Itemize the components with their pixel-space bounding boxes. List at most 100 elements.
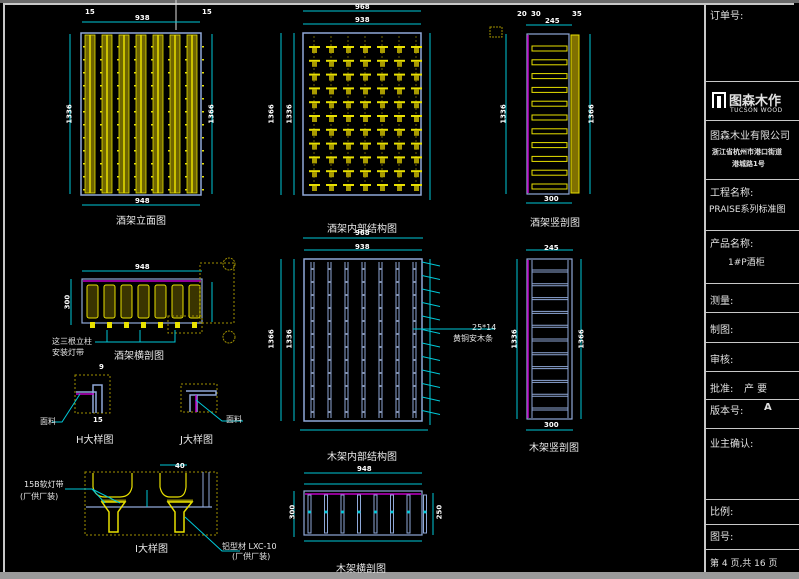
peg-dot	[117, 163, 119, 165]
detail-box-i	[167, 315, 203, 334]
column-foot	[158, 322, 163, 328]
peg-body	[363, 186, 368, 191]
peg-body	[397, 89, 402, 95]
wood-vertical-section-view	[516, 249, 582, 431]
peg-top	[326, 59, 337, 62]
rail-slot	[396, 372, 399, 374]
dim-tick	[421, 315, 441, 321]
i-detail-view	[65, 464, 240, 552]
rail-slot	[328, 385, 331, 387]
peg-dot	[202, 72, 204, 74]
peg-dot	[151, 59, 153, 61]
rail-slot	[379, 307, 382, 309]
peg-top	[309, 46, 320, 48]
peg-top	[309, 115, 320, 117]
peg-top	[377, 184, 388, 186]
peg-body	[363, 103, 368, 109]
peg-dot	[202, 189, 204, 191]
shelf	[531, 169, 568, 176]
product-name-label: 产品名称:	[710, 239, 754, 250]
dim-label: 1336	[285, 329, 294, 349]
peg-body	[397, 172, 402, 178]
peg-top	[309, 156, 320, 159]
review-label: 审核:	[710, 355, 734, 366]
view-title-rack-vertical-section: 酒架竖剖图	[530, 218, 580, 229]
rack-elevation-view	[69, 21, 213, 206]
view-title-rack-elevation: 酒架立面图	[116, 216, 166, 227]
peg-top	[360, 73, 371, 76]
peg-body	[380, 158, 385, 164]
peg-dot	[83, 111, 85, 113]
rail-slot	[345, 372, 348, 374]
peg-top	[343, 142, 354, 145]
detail-box	[74, 374, 111, 414]
rail-slot	[345, 398, 348, 400]
wine-column	[86, 284, 99, 319]
peg-body	[312, 172, 317, 178]
peg-body	[380, 48, 385, 53]
peg-top	[377, 115, 388, 117]
dim-label: 300	[63, 294, 72, 310]
column-node	[341, 510, 344, 514]
peg-body	[329, 103, 334, 109]
peg-dot	[100, 189, 102, 191]
peg-top	[394, 156, 405, 159]
peg-dot	[202, 124, 204, 126]
peg-body	[346, 172, 351, 178]
wine-column	[120, 284, 133, 319]
rail-slot	[311, 385, 314, 387]
peg-dot	[151, 137, 153, 139]
peg-top	[411, 156, 422, 159]
peg-dot	[168, 137, 170, 139]
column-foot	[141, 322, 146, 328]
column-foot	[192, 322, 197, 328]
column	[373, 494, 378, 534]
peg-dot	[168, 59, 170, 61]
peg-dot	[185, 150, 187, 152]
rail-slot	[345, 346, 348, 348]
bottom-scrollbar[interactable]	[0, 572, 799, 579]
top-border	[0, 0, 799, 3]
peg-body	[329, 61, 334, 67]
peg-dot	[151, 189, 153, 191]
peg-dot	[117, 59, 119, 61]
detail-marker-h	[222, 257, 236, 271]
peg-dot	[117, 137, 119, 139]
peg-body	[363, 130, 368, 136]
dim-label: 938	[135, 14, 150, 22]
wood-vsec-shelves	[532, 269, 568, 411]
rail-slot	[362, 333, 365, 335]
wood-vsec-frame	[526, 258, 573, 420]
peg-dot	[151, 98, 153, 100]
peg-body	[397, 103, 402, 109]
rail-slot	[328, 320, 331, 322]
peg-top	[360, 128, 371, 131]
peg-dot	[151, 124, 153, 126]
peg-dot	[134, 59, 136, 61]
rail-slot	[396, 294, 399, 296]
rail-slot	[345, 359, 348, 361]
peg-top	[309, 87, 320, 90]
peg-dot	[151, 111, 153, 113]
tb-page-info: 第 4 页,共 16 页	[706, 550, 799, 572]
rail-slot	[345, 268, 348, 270]
peg-top	[394, 59, 405, 62]
shelf	[531, 142, 568, 149]
peg-top	[411, 87, 422, 90]
wood-internal-rails	[310, 261, 441, 418]
peg-top	[377, 73, 388, 76]
peg-dot	[168, 46, 170, 48]
peg-body	[414, 186, 419, 191]
rail-slot	[362, 281, 365, 283]
version-label: 版本号:	[710, 406, 744, 417]
peg-dot	[100, 176, 102, 178]
wood-hsec-frame	[303, 490, 423, 536]
peg-body	[329, 130, 334, 136]
wine-column	[171, 284, 184, 319]
peg-dot	[134, 46, 136, 48]
peg-top	[377, 59, 388, 62]
rail-slot	[413, 346, 416, 348]
peg-body	[312, 117, 317, 122]
peg-dot	[185, 176, 187, 178]
